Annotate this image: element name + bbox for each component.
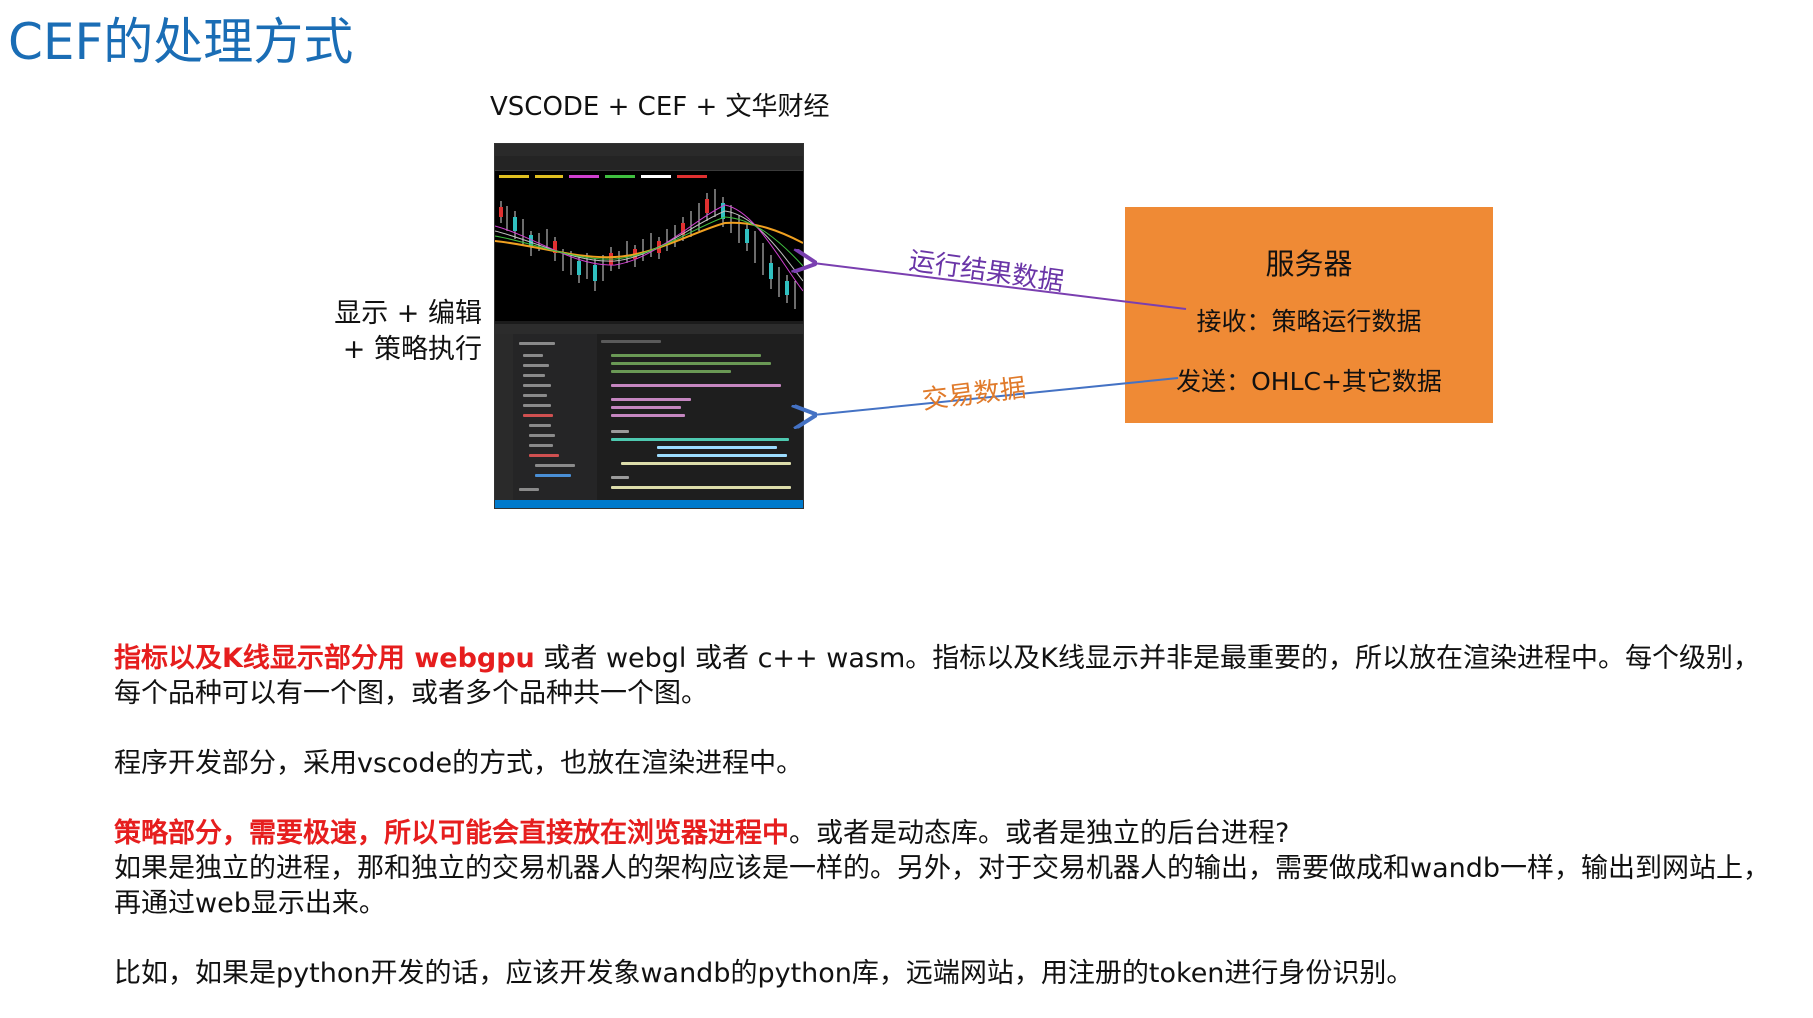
- vscode-titlebar: [495, 324, 803, 334]
- paragraph-development: 程序开发部分，采用vscode的方式，也放在渲染进程中。: [114, 748, 804, 779]
- paragraph-strategy-emphasis: 策略部分，需要极速，所以可能会直接放在浏览器进程中: [114, 818, 789, 849]
- vscode-activity-bar: [495, 334, 513, 500]
- app-screenshot: [494, 143, 804, 509]
- paragraph-strategy-text: 。或者是动态库。或者是独立的后台进程?: [789, 818, 1290, 849]
- screenshot-caption: VSCODE + CEF + 文华财经: [490, 92, 830, 122]
- vscode-file-explorer: [513, 334, 597, 500]
- server-title: 服务器: [1265, 247, 1353, 281]
- paragraph-python-example: 比如，如果是python开发的话，应该开发象wandb的python库，远端网站…: [114, 958, 1414, 989]
- paragraph-strategy-detail: 如果是独立的进程，那和独立的交易机器人的架构应该是一样的。另外，对于交易机器人的…: [114, 853, 1771, 919]
- server-receive-text: 接收：策略运行数据: [1196, 307, 1422, 336]
- paragraph-rendering: 指标以及K线显示部分用 webgpu 或者 webgl 或者 c++ wasm。…: [114, 641, 1774, 711]
- paragraph-rendering-emphasis: 指标以及K线显示部分用 webgpu: [114, 643, 535, 674]
- chart-toolbar: [495, 156, 803, 171]
- vscode-code-editor: [597, 334, 803, 500]
- client-role-line-1: 显示 + 编辑: [334, 298, 482, 329]
- page-title: CEF的处理方式: [8, 13, 354, 71]
- vscode-status-bar: [495, 500, 803, 508]
- client-role-label: 显示 + 编辑 + 策略执行: [318, 296, 482, 368]
- chart-window-titlebar: [495, 144, 803, 156]
- server-box: 服务器 接收：策略运行数据 发送：OHLC+其它数据: [1125, 207, 1493, 423]
- kline-chart-graphic: [495, 171, 803, 321]
- result-data-arrow: [813, 263, 1187, 310]
- vscode-window: [495, 324, 803, 508]
- kline-chart: [495, 171, 803, 321]
- paragraph-strategy: 策略部分，需要极速，所以可能会直接放在浏览器进程中。或者是动态库。或者是独立的后…: [114, 816, 1774, 921]
- trade-data-arrow: [813, 377, 1179, 415]
- paragraph-rendering-text: 或者 webgl 或者 c++ wasm。指标以及K线显示并非是最重要的，所以放…: [114, 643, 1760, 709]
- client-role-line-2: + 策略执行: [342, 334, 482, 365]
- server-send-text: 发送：OHLC+其它数据: [1176, 367, 1442, 396]
